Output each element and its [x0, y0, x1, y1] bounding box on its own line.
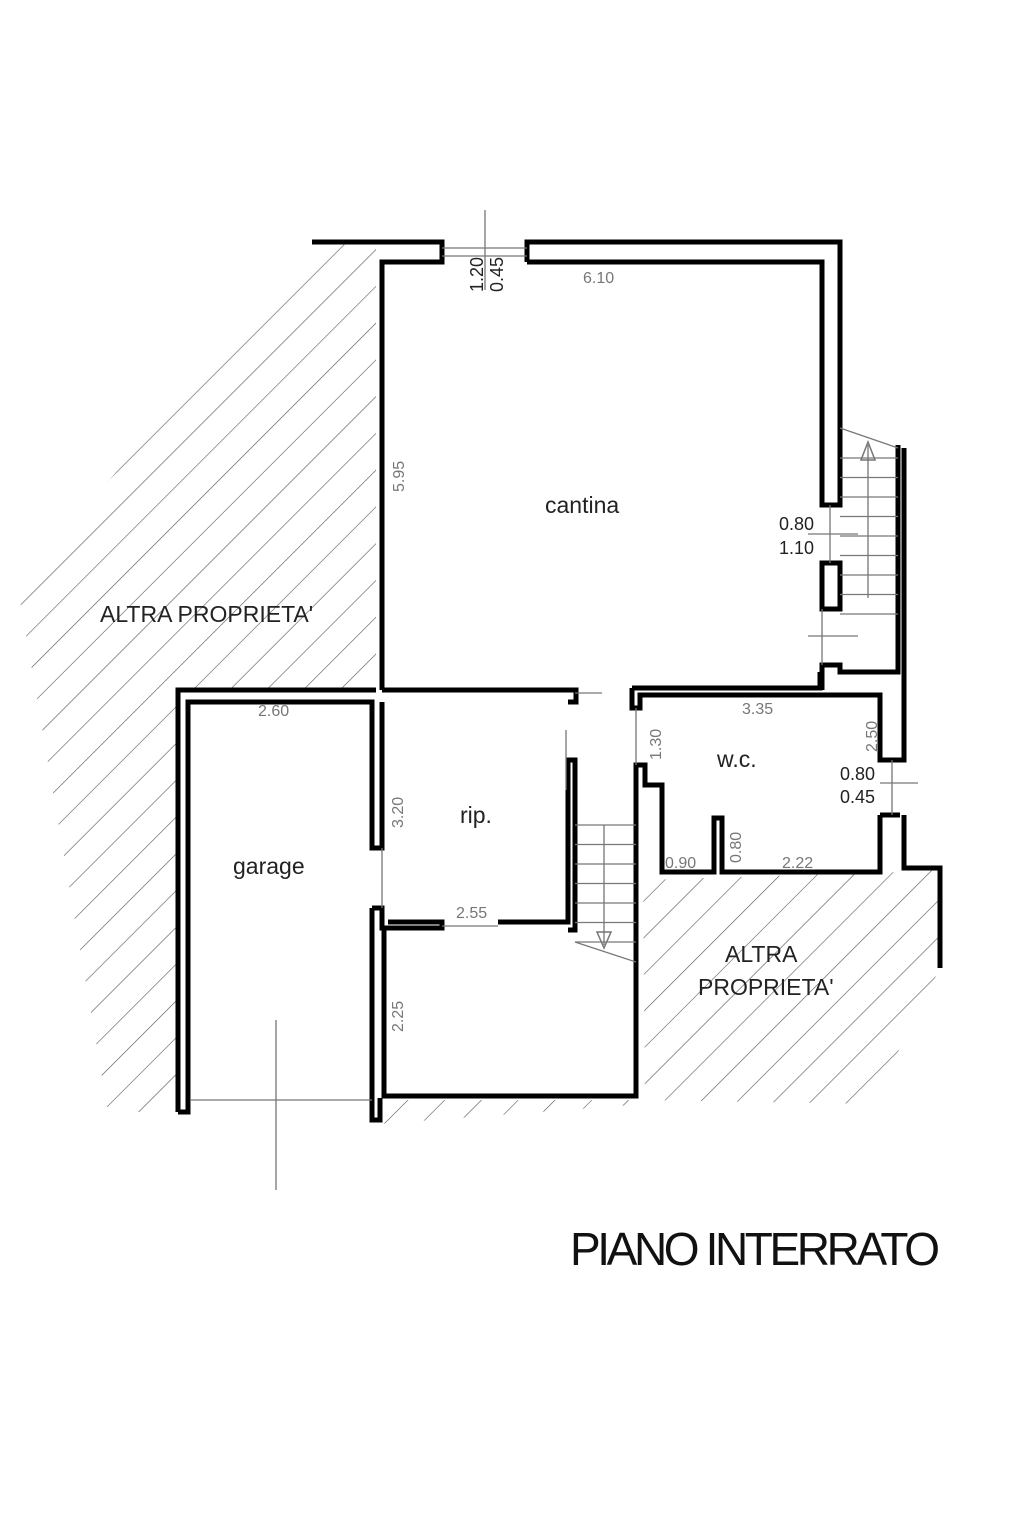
- dim-wc-partition: 0.80: [728, 832, 745, 863]
- room-label-rip: rip.: [460, 802, 492, 828]
- dim-lower-room-height: 2.25: [390, 1001, 407, 1032]
- dim-wc-width: 3.35: [742, 701, 773, 718]
- neighbor-label-right-1: ALTRA: [725, 941, 798, 967]
- neighbor-label-right-2: PROPRIETA': [698, 974, 834, 1000]
- room-label-garage: garage: [233, 853, 305, 879]
- dim-cantina-width: 6.10: [583, 270, 614, 287]
- dim-window-top-h: 0.45: [487, 257, 507, 292]
- room-label-wc: w.c.: [716, 746, 757, 772]
- dim-garage-width: 2.60: [258, 703, 289, 720]
- dim-wc-window-h: 0.45: [840, 787, 875, 807]
- neighbor-label-left: ALTRA PROPRIETA': [100, 601, 313, 627]
- stair-down: [574, 824, 637, 963]
- hatched-area-bottom: [380, 1100, 645, 1124]
- stair-up-arrow-icon: [859, 439, 877, 461]
- stair-down-arrow-icon: [595, 931, 613, 950]
- dim-wc-height: 2.50: [864, 721, 881, 752]
- stair-break-line: [574, 941, 637, 963]
- dim-rip-height: 3.20: [390, 797, 407, 828]
- dim-door-right-h: 1.10: [779, 538, 814, 558]
- stair-up: [839, 427, 899, 615]
- dim-wc-left: 1.30: [648, 729, 665, 760]
- dim-cantina-height: 5.95: [391, 461, 408, 492]
- dim-wc-bottom-left: 0.90: [665, 855, 696, 872]
- construction-lines: [190, 210, 918, 1190]
- plan-title: PIANO INTERRATO: [570, 1223, 940, 1275]
- room-label-cantina: cantina: [545, 492, 619, 518]
- dim-window-top-w: 1.20: [467, 257, 487, 292]
- dim-rip-width: 2.55: [456, 905, 487, 922]
- hatched-area-right: [643, 866, 940, 1104]
- hatched-area-left: [20, 242, 376, 1112]
- stair-break-line: [839, 427, 899, 449]
- dim-door-right-w: 0.80: [779, 514, 814, 534]
- dim-wc-window-w: 0.80: [840, 764, 875, 784]
- dim-wc-bottom-right: 2.22: [782, 855, 813, 872]
